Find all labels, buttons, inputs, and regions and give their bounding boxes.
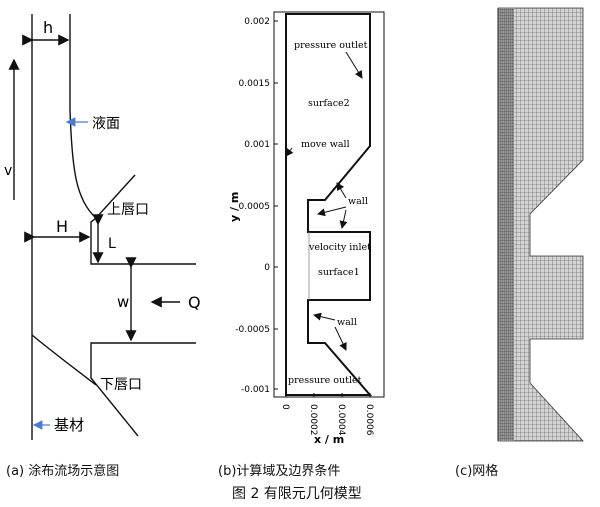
y-tick-labels: 0.002 0.0015 0.001 0.0005 0 -0.0005 -0.0… (235, 17, 270, 395)
panel-b-domain (273, 11, 385, 398)
surface1-label: surface1 (318, 267, 360, 278)
pressure-outlet-top-label: pressure outlet (294, 40, 368, 51)
v-label: v (4, 163, 12, 179)
upper-lip-shape (90, 174, 196, 265)
wall-lower-label: wall (337, 317, 357, 328)
liquid-surface-label: 液面 (92, 116, 120, 132)
y-tick-label: -0.001 (241, 385, 270, 395)
x-tick-label: 0 (280, 404, 290, 410)
figure-caption: 图 2 有限元几何模型 (232, 486, 362, 502)
surface2-label: surface2 (308, 98, 350, 109)
caption-b: (b)计算域及边界条件 (218, 464, 341, 479)
move-wall-label: move wall (301, 139, 350, 150)
y-tick-label: 0 (264, 263, 270, 273)
panel-a-schematic (8, 14, 196, 440)
y-tick-label: -0.0005 (235, 325, 270, 335)
pressure-outlet-bottom-label: pressure outlet (288, 375, 362, 386)
caption-c: (c)网格 (455, 464, 499, 479)
lower-lip-shape (90, 342, 196, 437)
domain-outline (285, 13, 373, 396)
y-axis-label: y / m (228, 192, 241, 222)
h-label: h (43, 18, 53, 37)
wall-upper-label: wall (348, 196, 368, 207)
panel-c-mesh (497, 7, 584, 442)
y-tick-label: 0.001 (244, 140, 270, 150)
Q-label: Q (188, 293, 201, 312)
upper-lip-label: 上唇口 (107, 202, 149, 218)
y-tick-label: 0.002 (244, 17, 270, 27)
velocity-inlet-label: velocity inlet (308, 242, 371, 253)
substrate-label: 基材 (54, 416, 84, 434)
x-axis-label: x / m (314, 433, 344, 446)
lower-film-curve (31, 334, 97, 386)
w-label: w (117, 293, 129, 311)
H-label: H (56, 217, 68, 236)
L-label: L (108, 236, 116, 252)
x-tick-label: 0.0002 (308, 404, 318, 436)
liquid-surface-curve (69, 14, 97, 219)
mesh-region (497, 7, 584, 442)
plot-frame (273, 11, 385, 398)
lower-lip-label: 下唇口 (100, 377, 142, 393)
mesh-refined-band (498, 8, 514, 441)
y-tick-label: 0.0015 (239, 79, 271, 89)
caption-a: (a) 涂布流场示意图 (6, 464, 120, 479)
x-tick-label: 0.0004 (336, 404, 346, 436)
x-tick-labels: 0 0.0002 0.0004 0.0006 (280, 404, 374, 436)
y-tick-label: 0.0005 (239, 202, 271, 212)
x-tick-label: 0.0006 (364, 404, 374, 436)
